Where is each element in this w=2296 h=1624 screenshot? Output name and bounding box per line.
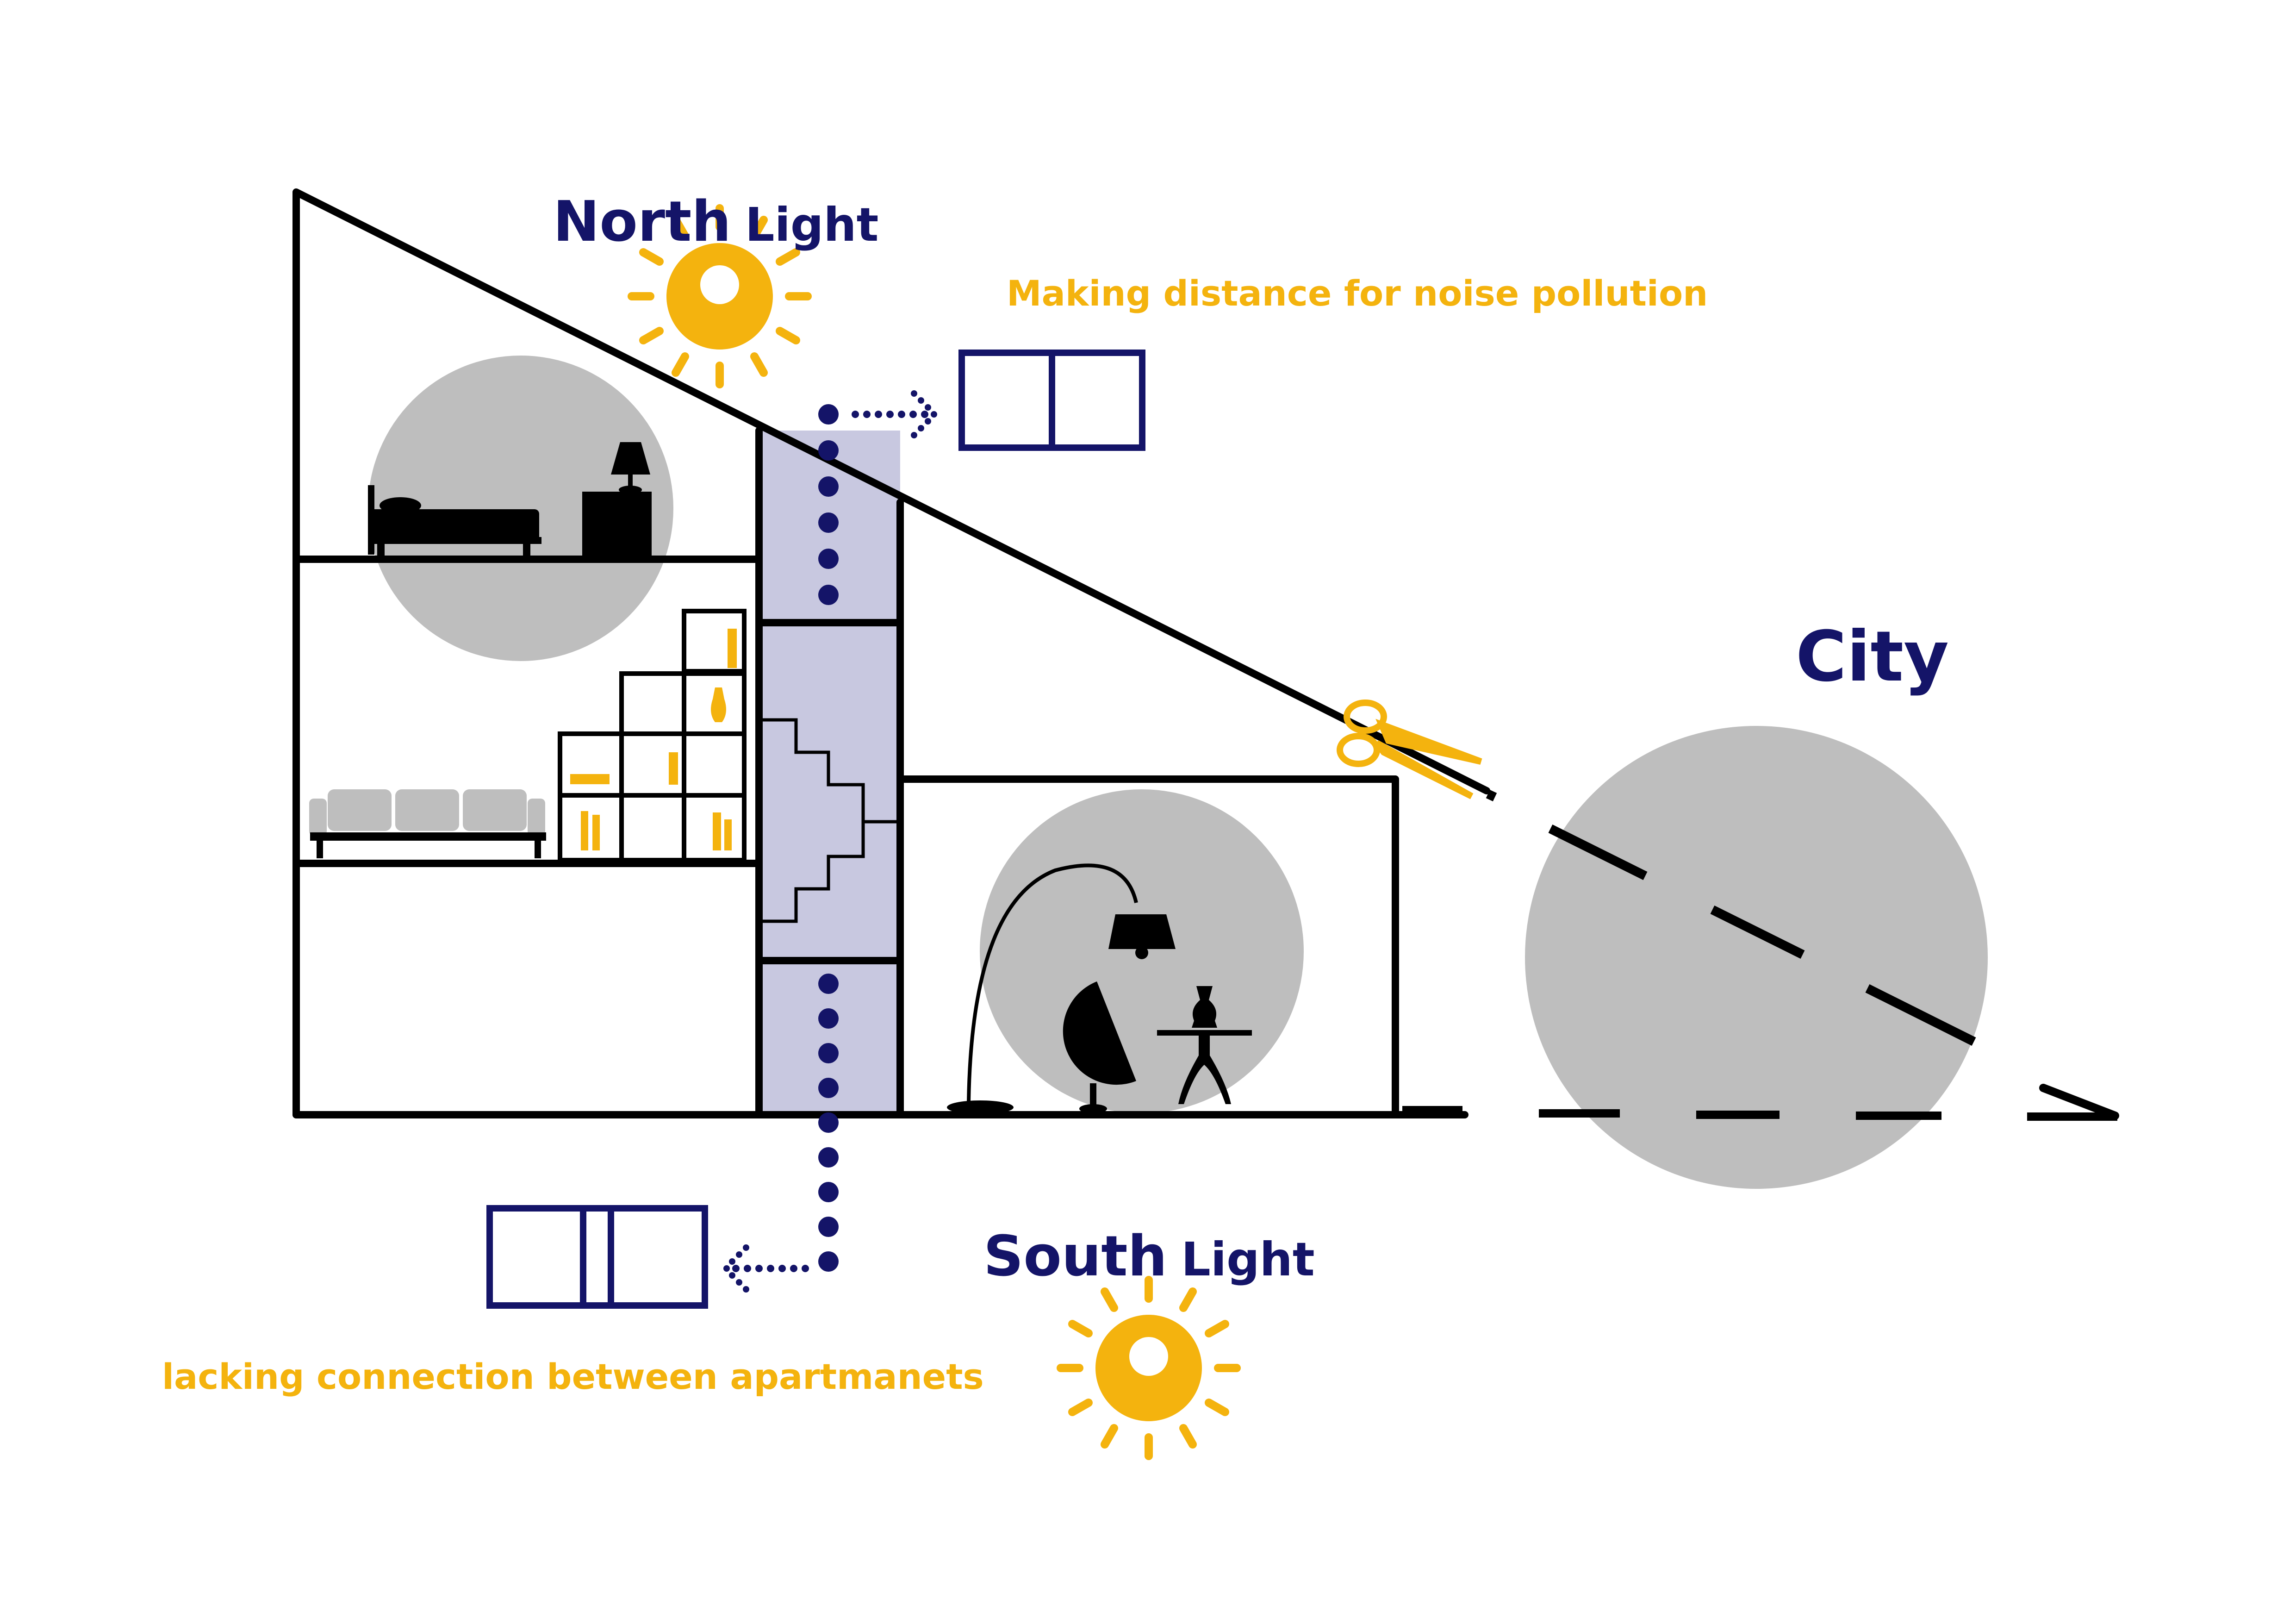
ground-dashes <box>1402 1106 2117 1121</box>
connection-note: lacking connection between apartmanets <box>162 1356 984 1397</box>
roof-dashes <box>1486 789 1976 1046</box>
core-dots-upper <box>818 404 839 605</box>
dotted-arrow-left <box>723 1244 809 1293</box>
ground-arrow-head <box>2039 1084 2119 1120</box>
city-circle <box>1525 726 1988 1189</box>
arc-lamp-icon <box>947 863 1176 1114</box>
stair-line-lower <box>759 822 865 923</box>
core-dots-lower <box>818 974 839 1272</box>
nightstand-icon <box>582 492 652 556</box>
armchair-icon <box>1063 981 1136 1113</box>
city-label: City <box>1796 617 1949 697</box>
sun-icon <box>628 204 812 388</box>
dotted-arrow-right <box>852 390 937 438</box>
bedroom-circle <box>368 356 673 661</box>
window-icon <box>958 350 1145 451</box>
scissors-icon <box>1337 700 1482 800</box>
stair-line <box>759 718 900 824</box>
shelf-icon <box>558 609 747 862</box>
building-outline <box>292 188 1490 1118</box>
window-icon <box>486 1205 708 1309</box>
bed-icon <box>368 485 541 556</box>
sofa-icon <box>309 789 546 858</box>
noise-note: Making distance for noise pollution <box>1007 273 1708 314</box>
lamp-icon <box>611 442 650 494</box>
side-table-icon <box>1157 986 1252 1104</box>
sun-icon <box>1057 1276 1241 1460</box>
